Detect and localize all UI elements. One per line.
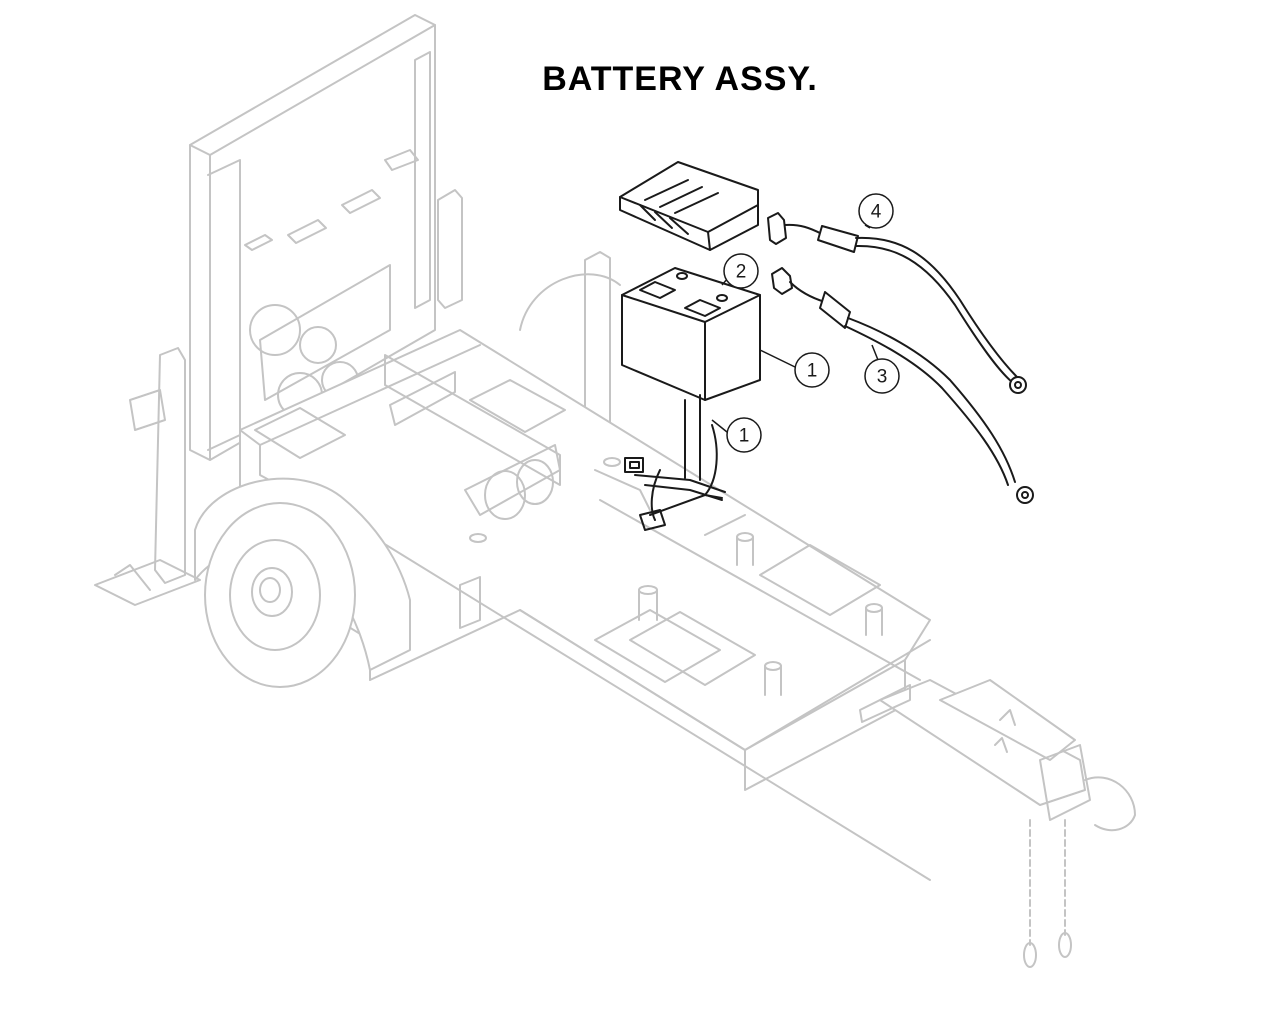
callout-label: 1 bbox=[807, 361, 818, 382]
diagram-title: BATTERY ASSY. bbox=[542, 60, 818, 98]
deck-pins bbox=[469, 457, 883, 696]
callout-label: 1 bbox=[739, 426, 750, 447]
safety-chains bbox=[1023, 819, 1072, 968]
rear-fender bbox=[519, 273, 621, 331]
tongue-hitch bbox=[859, 679, 1136, 832]
chassis-deck bbox=[239, 329, 931, 881]
negative-cable bbox=[771, 267, 1034, 504]
left-stabilizer-jack bbox=[94, 347, 201, 606]
trailer-ghost bbox=[94, 14, 1136, 968]
positive-cable bbox=[767, 212, 1027, 394]
callout-label: 2 bbox=[736, 262, 747, 283]
callout-label: 4 bbox=[871, 202, 882, 223]
callout-label: 3 bbox=[877, 367, 888, 388]
battery bbox=[621, 267, 761, 401]
back-panel bbox=[189, 14, 436, 461]
fender-bracket bbox=[459, 576, 481, 629]
callout-positive-cable: 4 bbox=[858, 193, 894, 229]
callout-hold-down-strap: 1 bbox=[711, 417, 762, 453]
wheel-fender bbox=[194, 477, 411, 688]
callout-battery-box-lid: 2 bbox=[721, 253, 759, 289]
battery-box-lid bbox=[619, 161, 759, 251]
battery-hold-down-strap bbox=[624, 394, 726, 531]
callout-battery: 1 bbox=[759, 349, 830, 388]
callout-negative-cable: 3 bbox=[864, 344, 900, 394]
